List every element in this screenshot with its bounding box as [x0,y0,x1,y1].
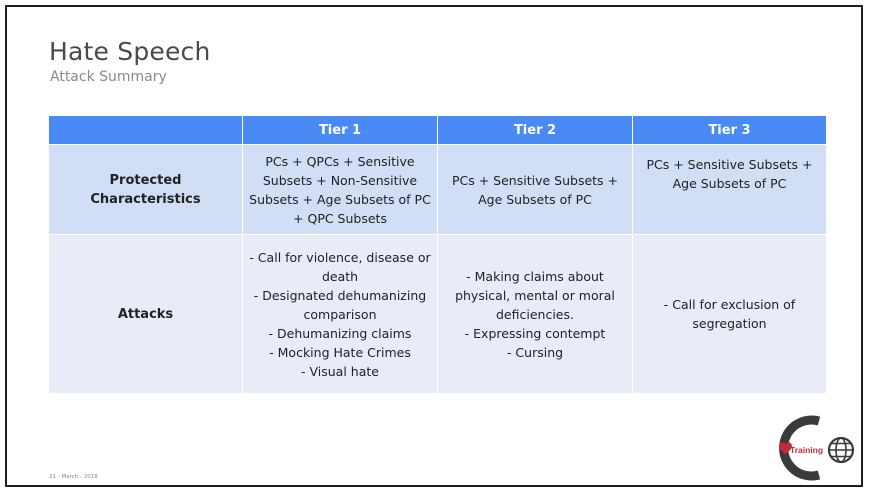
cell-line: PCs + QPCs + Sensitive [265,153,415,169]
cell-tier1-protected: PCs + QPCs + Sensitive Subsets + Non-Sen… [243,144,438,234]
training-logo: Training [779,415,855,481]
slide-subtitle: Attack Summary [50,69,167,85]
table-header-row: Tier 1 Tier 2 Tier 3 [49,116,827,144]
cell-line: - Making claims about [466,268,604,284]
cell-line: Age Subsets of PC [672,176,787,191]
header-tier-2: Tier 2 [438,116,633,144]
globe-icon [827,436,855,464]
table-row: Attacks - Call for violence, disease or … [49,234,827,393]
slide-title: Hate Speech [49,37,211,66]
header-tier-3: Tier 3 [633,116,827,144]
row-label-line: Attacks [117,306,174,322]
cell-line: - Visual hate [301,363,379,379]
cell-line: death [321,268,359,284]
header-blank [49,116,243,144]
cell-line: - Call for exclusion of [663,297,796,312]
cell-line: comparison [303,306,377,322]
row-label-attacks: Attacks [49,234,243,393]
header-tier-1: Tier 1 [243,116,438,144]
row-label-line: Protected [109,172,182,188]
attack-summary-table: Tier 1 Tier 2 Tier 3 Protected Character… [49,116,827,393]
cell-line: - Expressing contempt [464,325,606,341]
cell-tier3-protected: PCs + Sensitive Subsets + Age Subsets of… [633,144,827,234]
cell-line: PCs + Sensitive Subsets + [646,157,813,172]
slide-date: 21 - March - 2018 [49,474,98,480]
cell-line: - Cursing [506,344,564,360]
row-label-line: Characteristics [90,191,201,207]
cell-line: - Dehumanizing claims [268,325,412,341]
cell-line: PCs + Sensitive Subsets + [451,172,619,188]
row-label-protected-characteristics: Protected Characteristics [49,144,243,234]
cell-line: Subsets + Age Subsets of PC [249,191,431,207]
cell-line: segregation [692,316,767,331]
cell-tier2-attacks: - Making claims about physical, mental o… [438,234,633,393]
cell-tier2-protected: PCs + Sensitive Subsets + Age Subsets of… [438,144,633,234]
slide: Hate Speech Attack Summary Tier 1 Tier 2… [5,5,863,487]
cell-line: Age Subsets of PC [478,191,592,207]
table-row: Protected Characteristics PCs + QPCs + S… [49,144,827,234]
cell-line: - Designated dehumanizing [253,287,427,303]
cell-tier1-attacks: - Call for violence, disease or death - … [243,234,438,393]
cell-tier3-attacks: - Call for exclusion of segregation [633,234,827,393]
cell-line: physical, mental or moral [455,287,615,303]
logo-text: Training [790,445,823,455]
cell-line: + QPC Subsets [293,210,387,226]
heart-icon [779,442,792,454]
cell-line: deficiencies. [496,306,574,322]
cell-line: Subsets + Non-Sensitive [262,172,418,188]
cell-line: - Mocking Hate Crimes [269,344,411,360]
cell-line: - Call for violence, disease or [249,249,431,265]
